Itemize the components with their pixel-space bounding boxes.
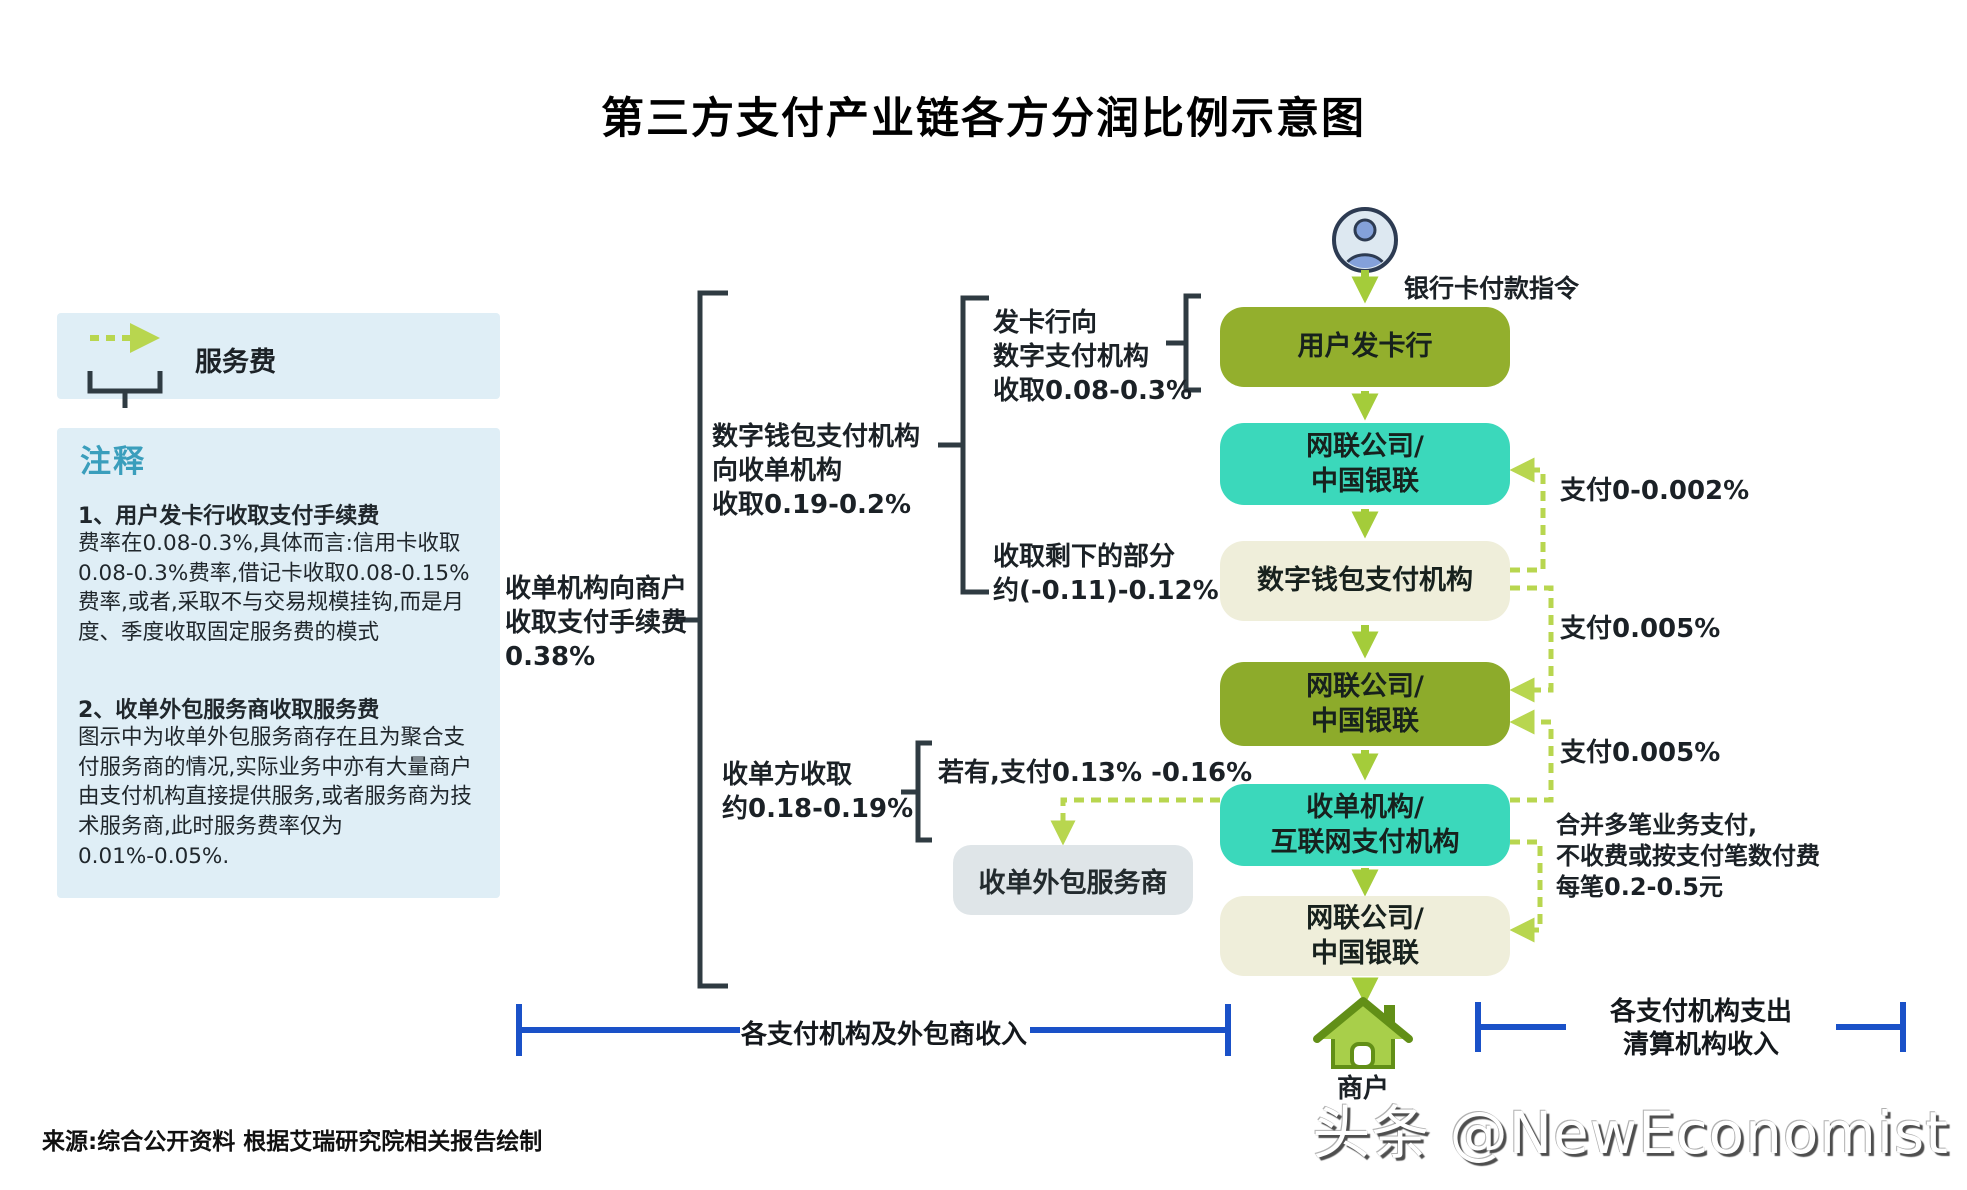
batch-fee-label: 合并多笔业务支付,不收费或按支付笔数付费每笔0.2-0.5元 (1556, 811, 1820, 901)
note-2-title: 2、收单外包服务商收取服务费 (78, 698, 380, 723)
user-person-icon (1332, 207, 1398, 273)
wallet-bracket (960, 295, 989, 595)
notes-panel (57, 428, 500, 898)
merchant-label: 商户 (1336, 1074, 1389, 1104)
watermark: 头条 @NewEconomist (1312, 1099, 1949, 1167)
pay-clearing-2-label: 支付0.005% (1560, 614, 1721, 644)
merchant-house-icon (1313, 997, 1413, 1069)
note-1-title: 1、用户发卡行收取支付手续费 (78, 504, 380, 529)
connector-acquirer-to-clearing2 (1509, 709, 1554, 803)
flow-node-clearing-3: 网联公司/中国银联 (1220, 896, 1510, 976)
flow-node-issuer-bank: 用户发卡行 (1220, 307, 1510, 387)
connector-wallet-to-clearing2 (1509, 585, 1554, 703)
pay-clearing-1-label: 支付0-0.002% (1560, 476, 1750, 506)
acquirer-bracket (915, 740, 932, 843)
source-note: 来源:综合公开资料 根据艾瑞研究院相关报告绘制 (42, 1129, 543, 1155)
outer-bracket (697, 290, 728, 989)
flow-node-clearing-1: 网联公司/中国银联 (1220, 423, 1510, 505)
income-right-label: 各支付机构支出 清算机构收入 (1609, 997, 1792, 1060)
issuer-fee-label: 发卡行向数字支付机构收取0.08-0.3% (993, 308, 1193, 406)
flow-node-outsourcer: 收单外包服务商 (953, 845, 1193, 915)
remainder-fee-label: 收取剩下的部分约(-0.11)-0.12% (993, 542, 1219, 606)
acquirer-keep-fee-label: 收单方收取约0.18-0.19% (722, 760, 914, 824)
legend-panel (57, 313, 500, 399)
legend-service-fee-label: 服务费 (195, 347, 276, 378)
flow-node-digital-wallet: 数字钱包支付机构 (1220, 541, 1510, 621)
pay-clearing-3-label: 支付0.005% (1560, 738, 1721, 768)
wallet-fee-label: 数字钱包支付机构向收单机构收取0.19-0.2% (712, 422, 921, 520)
income-left-label: 各支付机构及外包商收入 (740, 1020, 1027, 1050)
flow-node-acquirer: 收单机构/互联网支付机构 (1220, 784, 1510, 866)
page-title: 第三方支付产业链各方分润比例示意图 (601, 94, 1366, 144)
connector-wallet-to-clearing1 (1509, 457, 1546, 573)
outsourcer-fee-label: 若有,支付0.13% -0.16% (938, 758, 1253, 788)
card-payment-instruction-label: 银行卡付款指令 (1404, 274, 1580, 303)
note-1-body: 费率在0.08-0.3%,具体而言:信用卡收取0.08-0.3%费率,借记卡收取… (78, 531, 470, 645)
connector-acquirer-to-clearing3 (1509, 839, 1543, 943)
flow-node-clearing-2: 网联公司/中国银联 (1220, 662, 1510, 746)
connector-acquirer-to-outsourcer (1050, 797, 1220, 846)
notes-heading: 注释 (80, 444, 146, 480)
note-2-body: 图示中为收单外包服务商存在且为聚合支付服务商的情况,实际业务中亦有大量商户由支付… (78, 725, 472, 869)
